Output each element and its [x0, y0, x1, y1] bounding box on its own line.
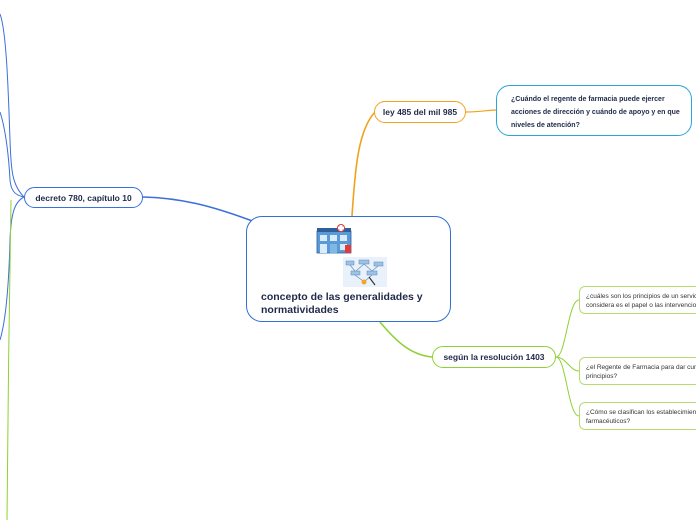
ley-question-line2: acciones de dirección y cuándo de apoyo … [511, 109, 680, 116]
branch-decreto-label: decreto 780, capítulo 10 [35, 192, 132, 203]
resolucion-question-3[interactable]: ¿Cómo se clasifican los establecimiento … [579, 402, 696, 430]
resolucion-question-1-line1: ¿cuáles son los principios de un servici… [586, 293, 696, 300]
connector-central-decreto [142, 196, 256, 223]
connector-resolucion-q2 [555, 356, 580, 372]
connector-left-blue-low [0, 196, 25, 341]
central-title-line1: concepto de las generalidades y [261, 291, 423, 303]
central-title-line2: normatividades [261, 304, 339, 316]
resolucion-question-1[interactable]: ¿cuáles son los principios de un servici… [579, 286, 696, 314]
resolucion-question-3-line1: ¿Cómo se clasifican los establecimiento [586, 409, 696, 416]
connector-ley-question [465, 109, 497, 113]
resolucion-question-1-line2: considera es el papel o las intervencion [586, 302, 696, 309]
central-topic-node[interactable]: concepto de las generalidades y normativ… [246, 216, 451, 322]
branch-ley-label: ley 485 del mil 985 [382, 107, 458, 117]
resolucion-question-2-line2: principios? [586, 373, 618, 380]
connector-left-blue-mid [0, 111, 25, 198]
connector-left-blue-top [0, 13, 25, 198]
resolucion-question-3-line2: farmacéuticos? [586, 418, 631, 425]
central-topic-title: concepto de las generalidades y normativ… [261, 291, 423, 317]
branch-decreto-node[interactable]: decreto 780, capítulo 10 [24, 187, 143, 208]
connector-central-ley [351, 111, 376, 217]
flowchart-diagram-icon [343, 257, 387, 287]
branch-resolucion-label: según la resolución 1403 [443, 352, 545, 362]
branch-resolucion-node[interactable]: según la resolución 1403 [432, 346, 556, 368]
ley-question-line3: niveles de atención? [511, 122, 580, 129]
resolucion-question-2[interactable]: ¿el Regente de Farmacia para dar cump pr… [579, 357, 696, 385]
ley-question-node[interactable]: ¿Cuándo el regente de farmacia puede eje… [496, 85, 692, 136]
branch-ley-node[interactable]: ley 485 del mil 985 [374, 101, 466, 123]
resolucion-question-2-line1: ¿el Regente de Farmacia para dar cump [586, 364, 696, 371]
connector-resolucion-q1 [555, 299, 580, 358]
connector-central-resolucion [379, 321, 433, 358]
ley-question-line1: ¿Cuándo el regente de farmacia puede eje… [511, 96, 665, 103]
connector-resolucion-q3 [555, 356, 580, 417]
connector-left-green [6, 199, 12, 520]
pharmacy-building-icon [316, 224, 352, 254]
